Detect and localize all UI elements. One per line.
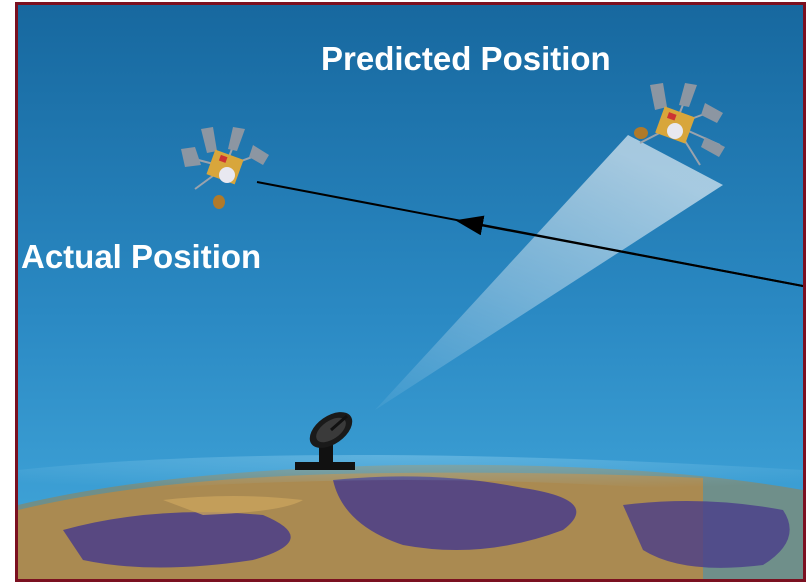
earth-horizon <box>18 455 803 579</box>
radar-dish-icon <box>295 412 355 470</box>
tracking-beam <box>375 135 723 410</box>
scene-canvas <box>18 5 803 579</box>
actual-position-label: Actual Position <box>21 238 262 275</box>
satellite-icon <box>181 127 269 209</box>
position-error-arrow <box>256 181 803 287</box>
scene-border <box>15 2 806 582</box>
predicted-position-label: Predicted Position <box>321 40 611 77</box>
satellite-icon <box>634 83 725 166</box>
